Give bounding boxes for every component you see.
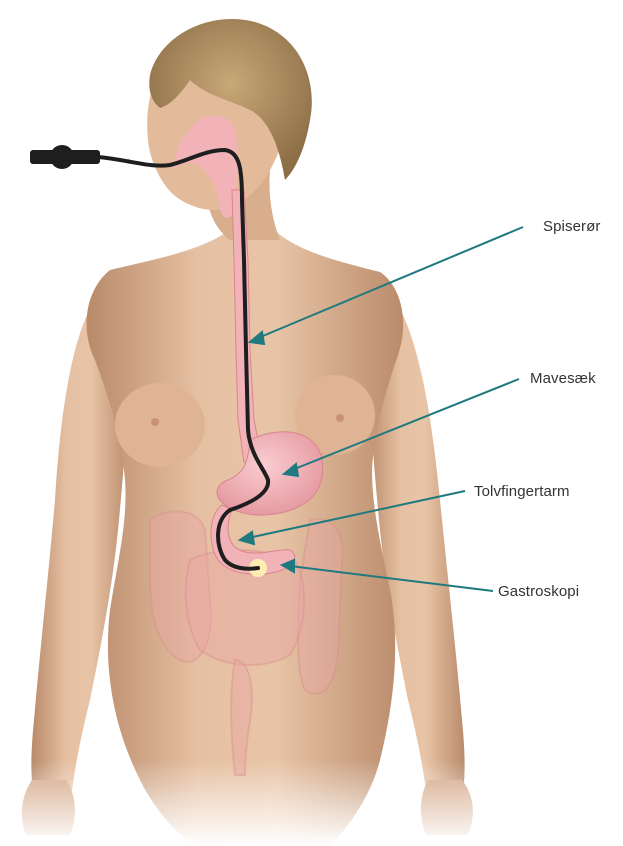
body-figure bbox=[0, 19, 623, 846]
label-esophagus: Spiserør bbox=[543, 218, 600, 235]
left-breast bbox=[115, 383, 205, 467]
label-duodenum: Tolvfingertarm bbox=[474, 483, 570, 500]
label-stomach: Mavesæk bbox=[530, 370, 596, 387]
label-gastroscopy: Gastroskopi bbox=[498, 583, 579, 600]
